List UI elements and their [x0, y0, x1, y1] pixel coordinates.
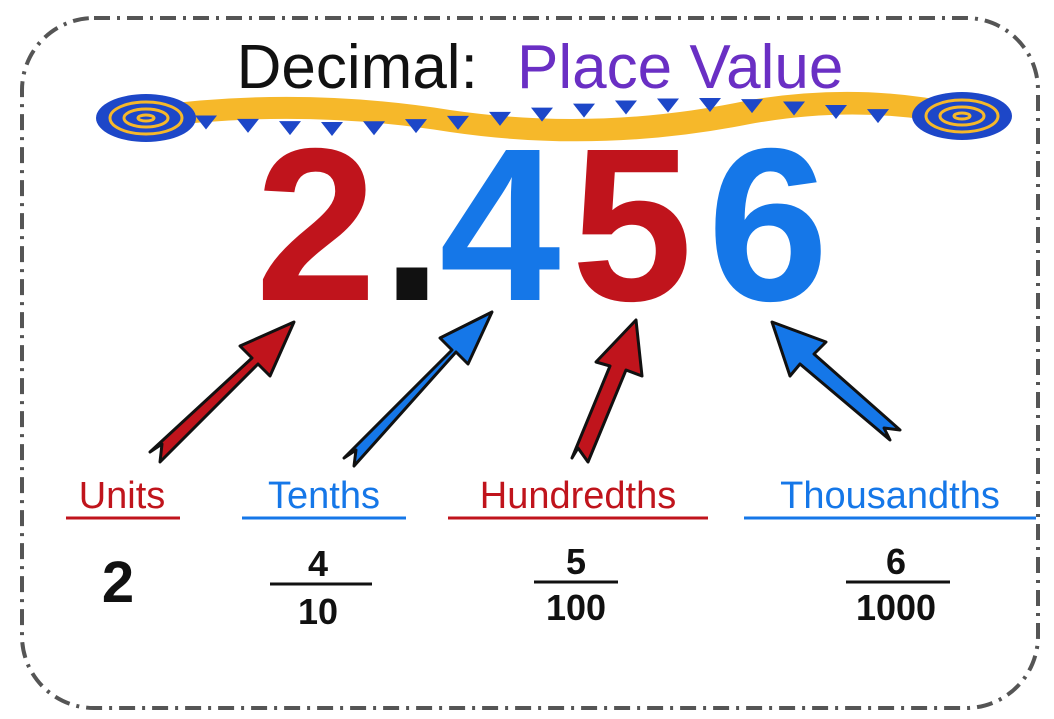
ribbon-triangle: [489, 111, 511, 126]
label-hundredths: Hundredths: [480, 475, 676, 517]
ribbon-triangle: [783, 101, 805, 116]
numerator-tenths: 4: [308, 543, 328, 584]
arrow-hundredths: [570, 318, 644, 464]
ribbon-triangle: [615, 100, 637, 115]
digit-thousandths: 6: [707, 104, 828, 347]
arrow-tenths: [342, 310, 494, 468]
arrow-thousandths: [770, 320, 902, 442]
ribbon-triangle: [195, 115, 217, 130]
decorative-ribbon: [96, 91, 1012, 142]
ribbon-triangle: [531, 107, 553, 122]
ribbon-triangle: [447, 115, 469, 130]
digit-tenths: 4: [439, 104, 560, 347]
ribbon-triangle: [363, 121, 385, 136]
title-part-2: Place Value: [517, 33, 843, 102]
ribbon-triangle: [279, 121, 301, 136]
dashed-frame: [20, 16, 1040, 710]
right-spiral-icon: [912, 92, 1012, 140]
arrows: [148, 310, 902, 468]
ribbon-triangle: [573, 103, 595, 118]
place-values: 2 4 10 5 100 6 1000: [102, 541, 950, 632]
ribbon-triangle: [237, 118, 259, 133]
label-tenths: Tenths: [268, 475, 380, 517]
decimal-point: .: [382, 104, 443, 347]
ribbon-triangle: [321, 121, 343, 136]
digit-hundredths: 5: [571, 104, 692, 347]
numerator-hundredths: 5: [566, 541, 586, 582]
value-units: 2: [102, 550, 134, 615]
ribbon-triangle: [867, 109, 889, 124]
denominator-tenths: 10: [298, 591, 338, 632]
ribbon-triangle: [699, 98, 721, 113]
decimal-number: 2 . 4 5 6: [255, 104, 828, 347]
denominator-hundredths: 100: [546, 587, 606, 628]
label-thousandths: Thousandths: [780, 475, 1000, 517]
digit-units: 2: [255, 104, 376, 347]
title-part-1: Decimal:: [237, 33, 478, 102]
ribbon-triangle: [825, 105, 847, 120]
ribbon-triangles: [195, 98, 889, 136]
ribbon-triangle: [741, 99, 763, 114]
place-labels: Units Tenths Hundredths Thousandths: [66, 475, 1036, 520]
left-spiral-icon: [96, 94, 196, 142]
arrow-units: [148, 320, 296, 464]
ribbon-triangle: [405, 119, 427, 134]
title: Decimal: Place Value: [237, 33, 844, 102]
denominator-thousandths: 1000: [856, 587, 936, 628]
label-units: Units: [79, 475, 166, 517]
ribbon-triangle: [657, 98, 679, 113]
numerator-thousandths: 6: [886, 541, 906, 582]
